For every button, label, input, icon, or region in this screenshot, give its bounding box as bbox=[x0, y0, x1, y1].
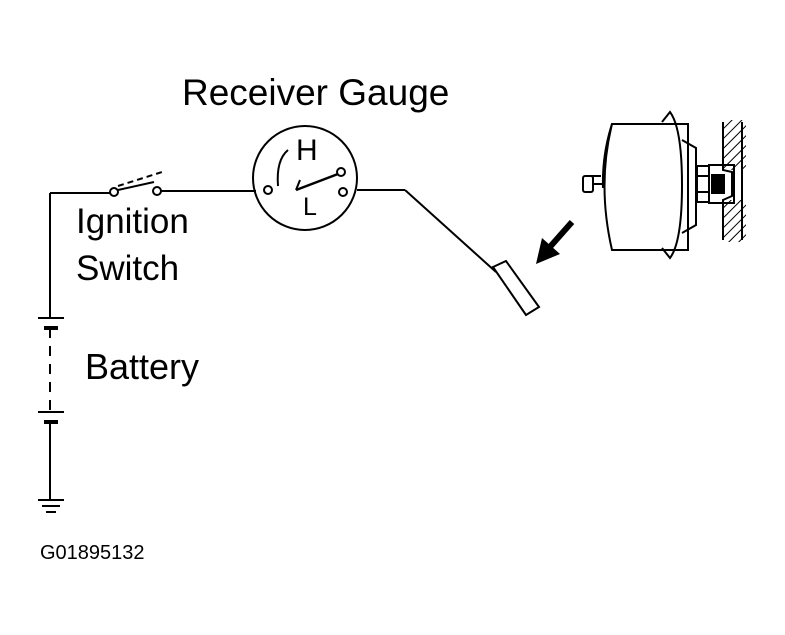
ignition-switch-label-line2: Switch bbox=[76, 249, 180, 288]
sender-unit-illustration bbox=[582, 110, 746, 260]
battery-label: Battery bbox=[85, 346, 200, 387]
ignition-switch-symbol bbox=[109, 171, 256, 197]
pointer-arrow bbox=[536, 220, 575, 264]
receiver-gauge-symbol bbox=[252, 125, 497, 273]
sender-unit-symbol bbox=[491, 259, 541, 317]
battery-symbol bbox=[38, 317, 64, 500]
gauge-high-label: H bbox=[296, 134, 318, 167]
ground-symbol bbox=[38, 499, 64, 513]
figure-code: G01895132 bbox=[40, 542, 145, 564]
left-wire bbox=[49, 192, 110, 318]
ignition-switch-label-line1: Ignition bbox=[76, 202, 189, 241]
receiver-gauge-title: Receiver Gauge bbox=[182, 72, 450, 113]
gauge-low-label: L bbox=[303, 193, 317, 221]
